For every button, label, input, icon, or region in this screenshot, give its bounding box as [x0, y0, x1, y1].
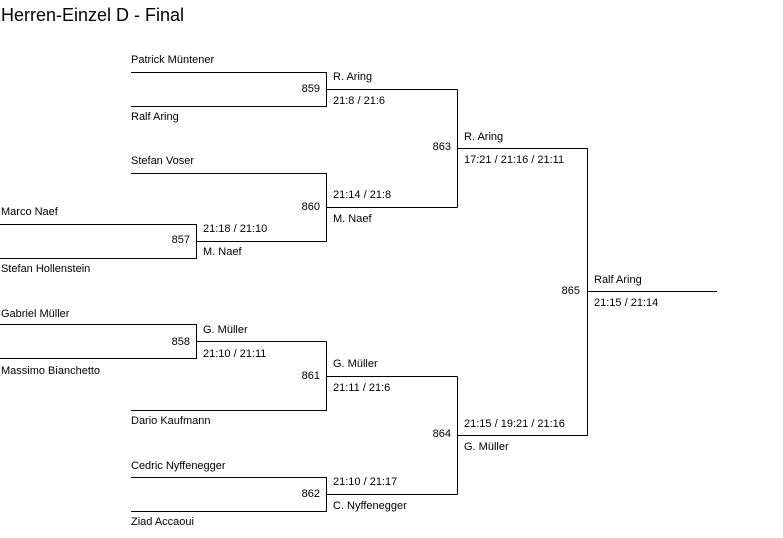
match-858-lines	[0, 324, 327, 359]
match-winner: M. Naef	[333, 213, 372, 225]
match-score: 21:10 / 21:11	[203, 348, 267, 360]
champion-name: Ralf Aring	[594, 274, 642, 286]
player-name: Marco Naef	[1, 206, 58, 218]
match-864-lines	[457, 376, 588, 495]
match-number: 862	[301, 488, 320, 500]
match-number: 857	[171, 234, 190, 246]
match-winner: G. Müller	[464, 441, 509, 453]
match-number: 865	[561, 285, 580, 297]
match-number: 860	[301, 201, 320, 213]
match-score: 21:15 / 21:14	[594, 297, 659, 309]
match-winner: R. Aring	[464, 131, 504, 143]
player-name: Ziad Accaoui	[131, 516, 194, 528]
match-number: 861	[301, 370, 320, 382]
match-865-lines	[587, 148, 717, 436]
player-name: Stefan Hollenstein	[1, 263, 91, 275]
match-859-lines	[131, 72, 458, 107]
player-name: Stefan Voser	[131, 155, 194, 167]
player-name: Massimo Bianchetto	[1, 365, 101, 377]
match-score: 21:15 / 19:21 / 21:16	[464, 418, 565, 430]
page-title: Herren-Einzel D - Final	[1, 5, 185, 25]
match-score: 21:10 / 21:17	[333, 476, 398, 488]
player-name: Ralf Aring	[131, 111, 179, 123]
match-winner: R. Aring	[333, 71, 373, 83]
match-winner: C. Nyffenegger	[333, 500, 407, 512]
player-name: Patrick Müntener	[131, 54, 215, 66]
match-860-lines	[131, 173, 458, 242]
match-score: 21:14 / 21:8	[333, 189, 392, 201]
match-number: 858	[171, 336, 190, 348]
match-winner: G. Müller	[333, 358, 378, 370]
match-winner: G. Müller	[203, 324, 248, 336]
match-score: 17:21 / 21:16 / 21:11	[464, 154, 565, 166]
match-number: 859	[301, 83, 320, 95]
player-name: Gabriel Müller	[1, 308, 70, 320]
match-862-lines	[131, 477, 458, 512]
match-857-lines	[0, 224, 327, 259]
player-name: Cedric Nyffenegger	[131, 460, 226, 472]
match-number: 864	[432, 428, 451, 440]
match-863-lines	[457, 89, 588, 208]
match-score: 21:18 / 21:10	[203, 223, 268, 235]
player-name: Dario Kaufmann	[131, 415, 211, 427]
match-861-lines	[131, 341, 458, 411]
match-score: 21:8 / 21:6	[333, 95, 385, 107]
match-winner: M. Naef	[203, 246, 242, 258]
match-number: 863	[432, 141, 451, 153]
match-score: 21:11 / 21:6	[333, 382, 391, 394]
